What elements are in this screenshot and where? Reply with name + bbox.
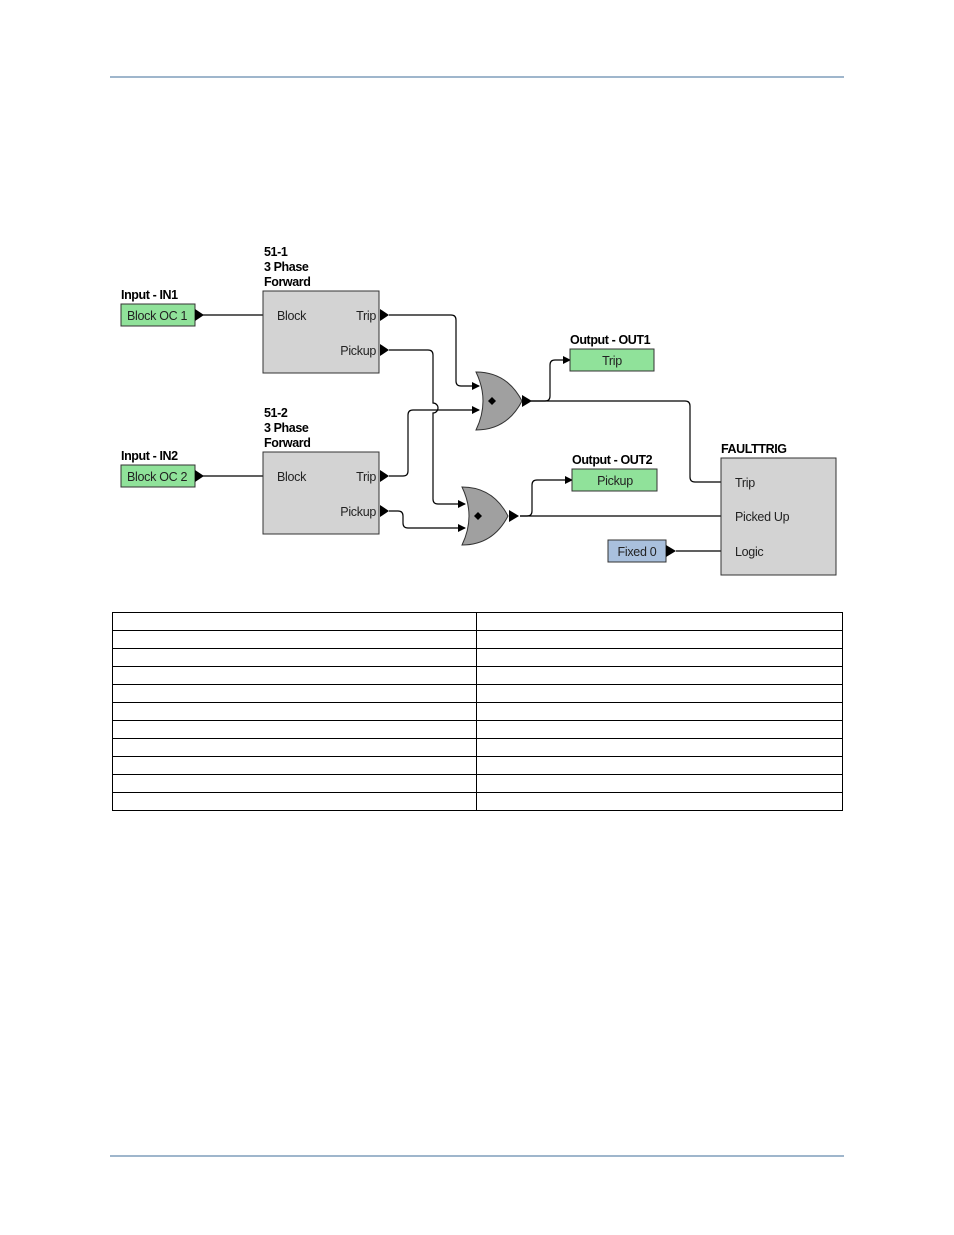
input-in2-title: Input - IN2 xyxy=(121,449,178,463)
wire-51-1-pickup-to-or2 xyxy=(389,349,466,508)
table-row xyxy=(112,756,843,775)
element-51-1-title-line-3: Forward xyxy=(264,275,311,289)
or-gate-1[interactable] xyxy=(475,371,532,431)
table-row xyxy=(112,720,843,739)
table-cell xyxy=(112,666,477,685)
table-row xyxy=(112,702,843,721)
or-gate-2[interactable] xyxy=(461,486,519,546)
table-cell xyxy=(476,666,843,685)
fixed-0-label: Fixed 0 xyxy=(618,545,657,559)
wire-or2-to-out2 xyxy=(520,476,573,517)
element-51-2-port-trip: Trip xyxy=(356,470,376,484)
output-out1-title: Output - OUT1 xyxy=(570,333,651,347)
wire-51-2-pickup-to-or2 xyxy=(389,510,466,532)
table-row xyxy=(112,666,843,685)
table-row xyxy=(112,684,843,703)
output-out2-title: Output - OUT2 xyxy=(572,453,653,467)
table-row xyxy=(112,738,843,757)
table-cell xyxy=(112,702,477,721)
table-cell xyxy=(476,684,843,703)
element-51-2-box xyxy=(262,451,380,535)
table-cell xyxy=(112,792,477,811)
element-51-1-port-block: Block xyxy=(277,309,307,323)
input-in1-title: Input - IN1 xyxy=(121,288,178,302)
element-51-1-port-trip: Trip xyxy=(356,309,376,323)
wire-51-1-trip-to-or1 xyxy=(389,314,480,390)
table-cell xyxy=(476,702,843,721)
table-cell xyxy=(112,756,477,775)
table-row xyxy=(112,648,843,667)
faulttrig-block[interactable]: FAULTTRIG Trip Picked Up Logic xyxy=(720,442,837,576)
or-gate-2-output-arrow xyxy=(509,510,519,522)
or-gate-2-body xyxy=(461,486,509,546)
or-gate-1-body xyxy=(475,371,523,431)
table-cell xyxy=(112,648,477,667)
faulttrig-title: FAULTTRIG xyxy=(721,442,787,456)
wire-or1-to-faulttrig-trip xyxy=(531,400,732,486)
header-rule xyxy=(110,76,844,78)
element-51-1-title-line-2: 3 Phase xyxy=(264,260,309,274)
element-51-1-trip-arrow xyxy=(380,309,389,321)
table-cell xyxy=(476,738,843,757)
table-cell xyxy=(112,612,477,631)
input-in1-label: Block OC 1 xyxy=(127,309,188,323)
element-51-2-title-line-2: 3 Phase xyxy=(264,421,309,435)
element-51-2[interactable]: 51-2 3 Phase Forward Block Trip Pickup xyxy=(262,406,389,535)
output-out1-label: Trip xyxy=(602,354,622,368)
element-51-2-title-line-1: 51-2 xyxy=(264,406,288,420)
wire-51-2-trip-to-or1 xyxy=(389,406,480,477)
input-in2-block[interactable]: Input - IN2 Block OC 2 xyxy=(120,449,204,488)
element-51-2-title-line-3: Forward xyxy=(264,436,311,450)
fixed-0-block[interactable]: Fixed 0 xyxy=(607,539,676,563)
faulttrig-box xyxy=(720,457,837,576)
faulttrig-port-logic: Logic xyxy=(735,545,763,559)
settings-table xyxy=(112,612,843,811)
element-51-2-trip-arrow xyxy=(380,470,389,482)
footer-rule xyxy=(110,1155,844,1157)
or-gate-1-symbol-icon xyxy=(488,397,496,405)
table-cell xyxy=(476,792,843,811)
output-out2-label: Pickup xyxy=(597,474,633,488)
or-gate-2-symbol-icon xyxy=(474,512,482,520)
element-51-2-port-block: Block xyxy=(277,470,307,484)
table-cell xyxy=(476,630,843,649)
element-51-1-pickup-arrow xyxy=(380,344,389,356)
element-51-1-box xyxy=(262,290,380,374)
input-in1-output-arrow xyxy=(195,309,204,321)
element-51-1-title-line-1: 51-1 xyxy=(264,245,288,259)
table-cell xyxy=(112,684,477,703)
element-51-2-port-pickup: Pickup xyxy=(340,505,376,519)
fixed-0-output-arrow xyxy=(666,545,676,557)
table-row xyxy=(112,612,843,631)
table-cell xyxy=(476,756,843,775)
or-gate-1-output-arrow xyxy=(522,395,532,407)
table-row xyxy=(112,792,843,811)
table-cell xyxy=(476,612,843,631)
table-row xyxy=(112,630,843,649)
table-cell xyxy=(476,720,843,739)
output-out2-box xyxy=(571,468,658,492)
input-in2-label: Block OC 2 xyxy=(127,470,188,484)
table-cell xyxy=(112,630,477,649)
element-51-1[interactable]: 51-1 3 Phase Forward Block Trip Pickup xyxy=(262,245,389,374)
table-cell xyxy=(476,648,843,667)
table-cell xyxy=(476,774,843,793)
table-cell xyxy=(112,738,477,757)
element-51-2-pickup-arrow xyxy=(380,505,389,517)
faulttrig-port-trip: Trip xyxy=(735,476,755,490)
input-in2-output-arrow xyxy=(195,470,204,482)
input-in1-block[interactable]: Input - IN1 Block OC 1 xyxy=(120,288,204,327)
output-out1-block[interactable]: Output - OUT1 Trip xyxy=(569,333,655,372)
logic-diagram: Input - IN1 Block OC 1 Input - IN2 Block… xyxy=(120,245,837,576)
faulttrig-port-picked-up: Picked Up xyxy=(735,510,790,524)
element-51-1-port-pickup: Pickup xyxy=(340,344,376,358)
output-out1-box xyxy=(569,348,655,372)
wire-or1-to-out1 xyxy=(531,356,571,402)
table-cell xyxy=(112,774,477,793)
output-out2-block[interactable]: Output - OUT2 Pickup xyxy=(571,453,658,492)
table-cell xyxy=(112,720,477,739)
table-row xyxy=(112,774,843,793)
